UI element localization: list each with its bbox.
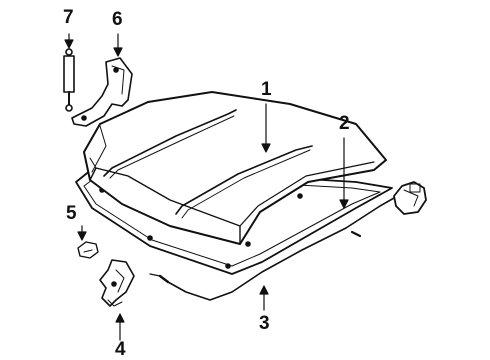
hood-latch	[99, 259, 135, 307]
support-strut	[63, 48, 75, 112]
callout-7: 7	[63, 7, 74, 28]
release-handle	[393, 181, 427, 215]
callout-5: 5	[66, 203, 77, 224]
callout-2: 2	[339, 113, 350, 134]
hood-panel	[83, 91, 387, 245]
hood-hinge	[71, 57, 133, 127]
release-cable	[149, 197, 395, 301]
callout-6: 6	[112, 9, 123, 30]
callout-1: 1	[261, 79, 272, 100]
callout-3: 3	[259, 313, 270, 334]
callout-4: 4	[115, 339, 126, 360]
latch-bumper	[77, 241, 99, 259]
leader-lines	[64, 33, 349, 341]
